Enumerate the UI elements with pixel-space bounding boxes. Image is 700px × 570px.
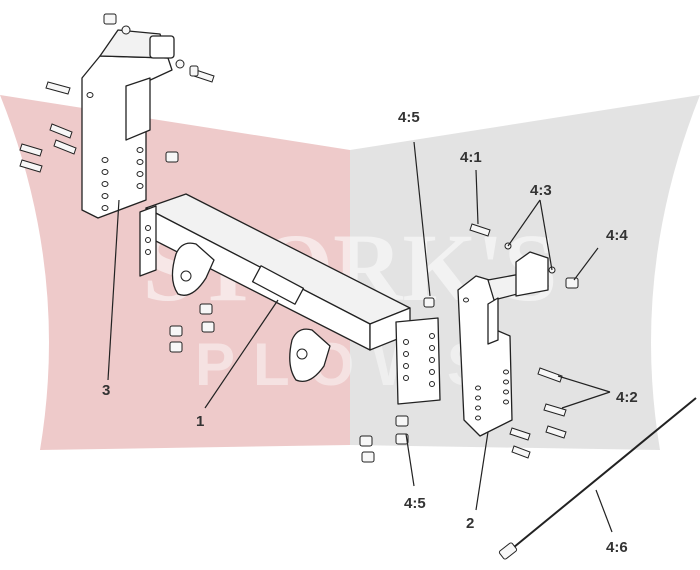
callout-item-4-5-bottom: 4:5 — [404, 495, 426, 512]
part-2-right-bracket — [457, 251, 549, 437]
right-bracket-hardware — [423, 223, 579, 459]
right-bracket-holes — [463, 297, 509, 421]
callout-part-3: 3 — [102, 382, 110, 399]
callout-item-4-2: 4:2 — [616, 389, 638, 406]
watermark-subtitle-text: PLOWS — [195, 331, 505, 398]
part-3-left-bracket — [81, 29, 175, 219]
left-bracket-holes — [86, 92, 144, 211]
part-1-cross-tube — [139, 193, 441, 405]
tube-nuts — [169, 303, 409, 463]
cross-tube-end-holes — [145, 225, 435, 387]
callout-item-4-6: 4:6 — [606, 539, 628, 556]
callout-item-4-4: 4:4 — [606, 227, 628, 244]
callout-item-4-3: 4:3 — [530, 182, 552, 199]
callout-part-2: 2 — [466, 515, 474, 532]
callout-item-4-1: 4:1 — [460, 149, 482, 166]
callout-item-4-5-top: 4:5 — [398, 109, 420, 126]
callout-part-1: 1 — [196, 413, 204, 430]
left-bracket-hardware — [19, 13, 215, 173]
part-4-6-pin — [498, 397, 697, 560]
leader-lines — [107, 141, 613, 533]
callout-labels: 3 1 2 4:5 4:1 4:3 4:4 4:2 4:5 4:6 — [102, 109, 638, 556]
